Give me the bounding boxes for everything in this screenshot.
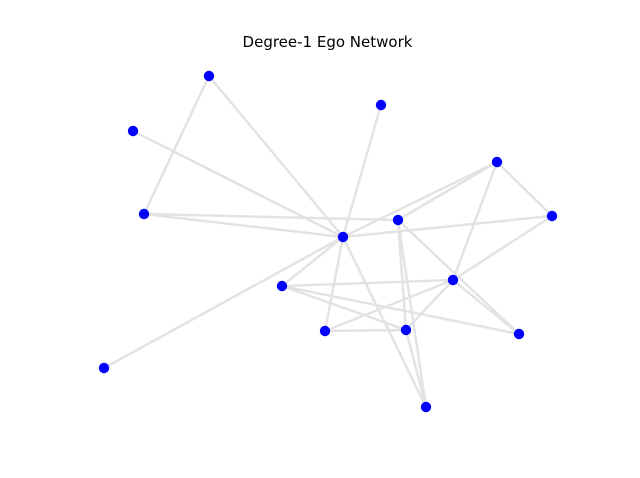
node-n0 bbox=[337, 231, 349, 243]
edges-layer bbox=[102, 74, 554, 409]
node-n4 bbox=[127, 125, 139, 137]
node-n8 bbox=[400, 324, 412, 336]
edge-n5-n7 bbox=[280, 278, 455, 288]
edge-n1-n11 bbox=[396, 160, 499, 222]
node-n7 bbox=[447, 274, 459, 286]
edge-n6-n8 bbox=[323, 328, 408, 333]
node-n3 bbox=[138, 208, 150, 220]
node-n12 bbox=[546, 210, 558, 222]
edge-n0-n13 bbox=[102, 235, 345, 370]
edge-n1-n3 bbox=[142, 212, 400, 222]
edge-n0-n11 bbox=[341, 160, 499, 239]
edge-n0-n2 bbox=[207, 74, 345, 239]
chart-title: Degree-1 Ego Network bbox=[242, 33, 413, 51]
edge-n0-n12 bbox=[341, 214, 554, 239]
nodes-layer bbox=[98, 70, 558, 413]
node-n11 bbox=[491, 156, 503, 168]
edge-n0-n5 bbox=[280, 235, 345, 288]
node-n14 bbox=[375, 99, 387, 111]
edge-n0-n4 bbox=[131, 129, 345, 239]
edge-n1-n8 bbox=[396, 218, 408, 332]
edge-n0-n3 bbox=[142, 212, 345, 239]
edge-n6-n7 bbox=[323, 278, 455, 333]
node-n1 bbox=[392, 214, 404, 226]
node-n2 bbox=[203, 70, 215, 82]
edge-n5-n9 bbox=[280, 284, 521, 336]
edge-n7-n12 bbox=[451, 214, 554, 282]
edge-n7-n11 bbox=[451, 160, 499, 282]
node-n9 bbox=[513, 328, 525, 340]
edge-n11-n12 bbox=[495, 160, 554, 218]
node-n13 bbox=[98, 362, 110, 374]
edge-n2-n3 bbox=[142, 74, 211, 216]
edge-n7-n9 bbox=[451, 278, 521, 336]
edge-n7-n8 bbox=[404, 278, 455, 332]
edge-n5-n8 bbox=[280, 284, 408, 332]
node-n6 bbox=[319, 325, 331, 337]
edge-n8-n10 bbox=[404, 328, 428, 409]
node-n10 bbox=[420, 401, 432, 413]
node-n5 bbox=[276, 280, 288, 292]
edge-n0-n14 bbox=[341, 103, 383, 239]
